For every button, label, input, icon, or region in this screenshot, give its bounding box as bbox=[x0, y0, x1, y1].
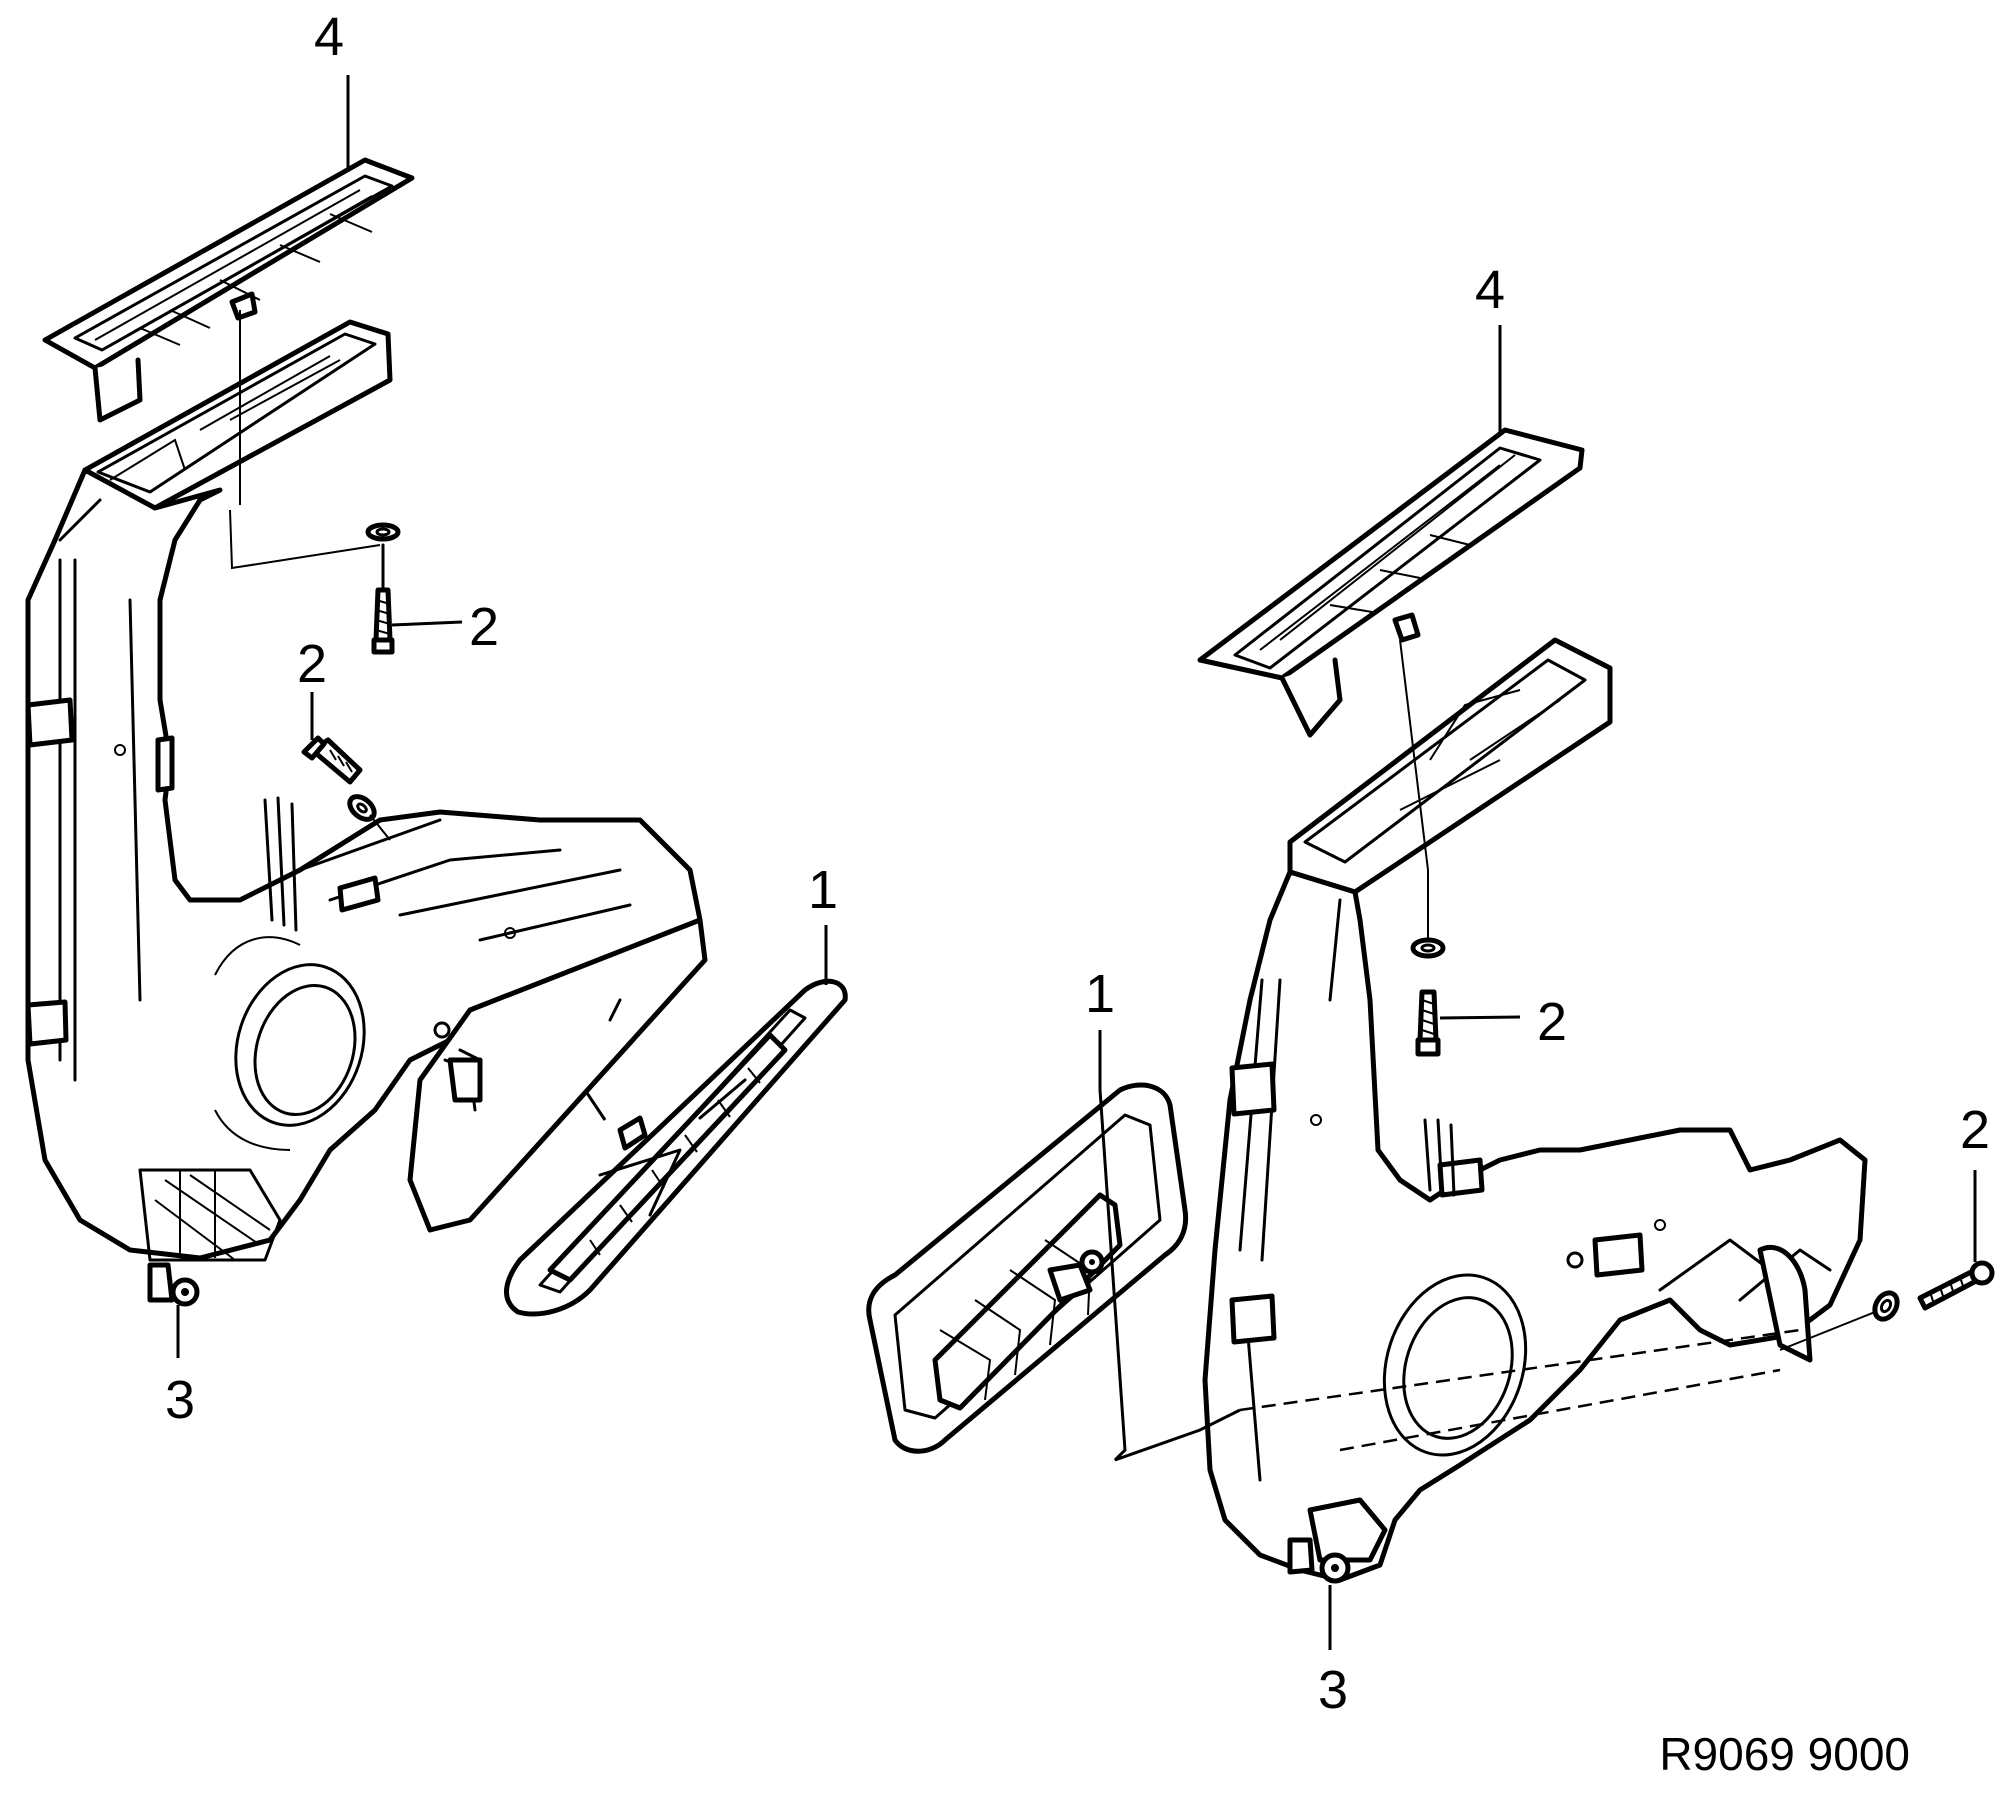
callout-left-2-upper: 2 bbox=[469, 597, 499, 657]
drawing-reference: R9069 9000 bbox=[1659, 1728, 1910, 1780]
callout-right-2-side: 2 bbox=[1960, 1100, 1990, 1160]
callout-right-4: 4 bbox=[1475, 260, 1505, 320]
right-face-vent bbox=[866, 1082, 1189, 1454]
callout-right-2-upper: 2 bbox=[1537, 992, 1567, 1052]
callout-left-4: 4 bbox=[314, 7, 344, 67]
left-face-vent bbox=[503, 978, 848, 1317]
callout-labels: 4 2 2 1 3 4 1 2 2 3 R9069 9000 bbox=[165, 7, 1990, 1780]
right-screw-upper bbox=[1399, 639, 1521, 1057]
callout-right-1: 1 bbox=[1085, 964, 1115, 1024]
callout-left-3: 3 bbox=[165, 1370, 195, 1430]
right-screw-side bbox=[1779, 1170, 1995, 1351]
left-screw-lower bbox=[301, 692, 377, 822]
left-screw-upper bbox=[365, 522, 463, 655]
right-top-grille bbox=[1197, 427, 1585, 738]
callout-left-2-lower: 2 bbox=[297, 634, 327, 694]
callout-right-3: 3 bbox=[1318, 1660, 1348, 1720]
left-top-grille bbox=[42, 157, 415, 423]
left-air-duct-assembly bbox=[25, 157, 708, 1358]
right-air-duct-assembly bbox=[1197, 427, 1868, 1650]
callout-left-1: 1 bbox=[808, 860, 838, 920]
